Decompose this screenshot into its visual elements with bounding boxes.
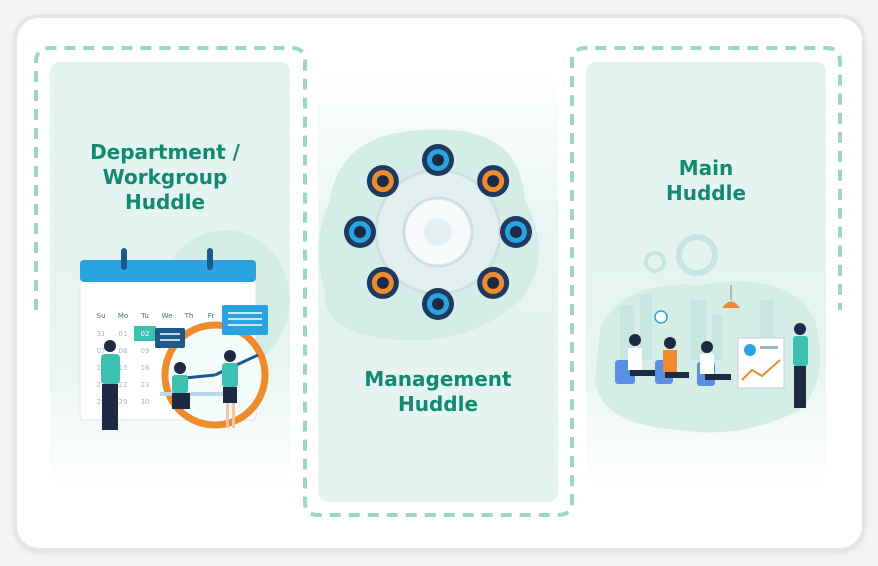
- calendar-date: 31: [97, 330, 106, 338]
- seated-person-icon: [477, 266, 510, 299]
- seated-person-icon: [366, 165, 399, 198]
- calendar-date: 23: [141, 381, 150, 389]
- calendar-date: 01: [119, 330, 128, 338]
- calendar-weekday: Mo: [118, 312, 128, 320]
- calendar-weekday: Th: [184, 312, 194, 320]
- title-line: Huddle: [397, 392, 479, 416]
- seated-person-icon: [500, 216, 532, 248]
- gear-icon: [374, 168, 502, 296]
- presenter-icon: [793, 323, 808, 408]
- seated-person-icon: [422, 144, 454, 176]
- stage-title-management: Management Huddle: [318, 367, 558, 417]
- seated-person-icon: [344, 216, 376, 248]
- stage-title-main: Main Huddle: [586, 156, 826, 206]
- person-standing-icon: [101, 340, 120, 430]
- person-sitting-icon: [172, 362, 190, 409]
- audience-person-icon: [615, 334, 658, 384]
- stage-title-department: Department / Workgroup Huddle: [45, 140, 285, 215]
- calendar-weekday: Fr: [208, 312, 215, 320]
- gear-icon: [676, 234, 718, 276]
- calendar-highlight: [134, 326, 156, 341]
- calendar-grid: SuMoTuWeThFr3101020708091415162122232829…: [97, 312, 215, 406]
- calendar-date: 08: [119, 347, 128, 355]
- title-line: Workgroup: [102, 165, 228, 189]
- wall-clock-icon: [654, 310, 668, 324]
- calendar-weekday: Tu: [140, 312, 149, 320]
- title-line: Main: [678, 156, 734, 180]
- chat-bubble-icon: [155, 328, 185, 348]
- calendar-date: 09: [141, 347, 150, 355]
- calendar-date: 22: [119, 381, 128, 389]
- title-line: Huddle: [124, 190, 206, 214]
- calendar-date: 30: [141, 398, 150, 406]
- calendar-date: 28: [97, 398, 106, 406]
- title-line: Department /: [90, 140, 240, 164]
- calendar-date: 02: [141, 330, 150, 338]
- seated-person-icon: [477, 165, 510, 198]
- calendar-date: 16: [141, 364, 150, 372]
- lamp-icon: [722, 301, 740, 308]
- seated-person-icon: [366, 266, 399, 299]
- calendar-date: 29: [119, 398, 128, 406]
- people-around-table: [344, 144, 532, 320]
- calendar-date: 21: [97, 381, 106, 389]
- title-line: Huddle: [665, 181, 747, 205]
- calendar-weekday: Su: [97, 312, 106, 320]
- calendar-weekday: We: [162, 312, 173, 320]
- seated-person-icon: [422, 288, 454, 320]
- audience-person-icon: [697, 341, 731, 386]
- audience-person-icon: [655, 337, 689, 384]
- calendar-date: 15: [119, 364, 128, 372]
- person-handshake-icon: [222, 350, 238, 428]
- calendar-date: 07: [97, 347, 106, 355]
- gear-icon: [644, 251, 666, 273]
- title-line: Management: [364, 367, 512, 391]
